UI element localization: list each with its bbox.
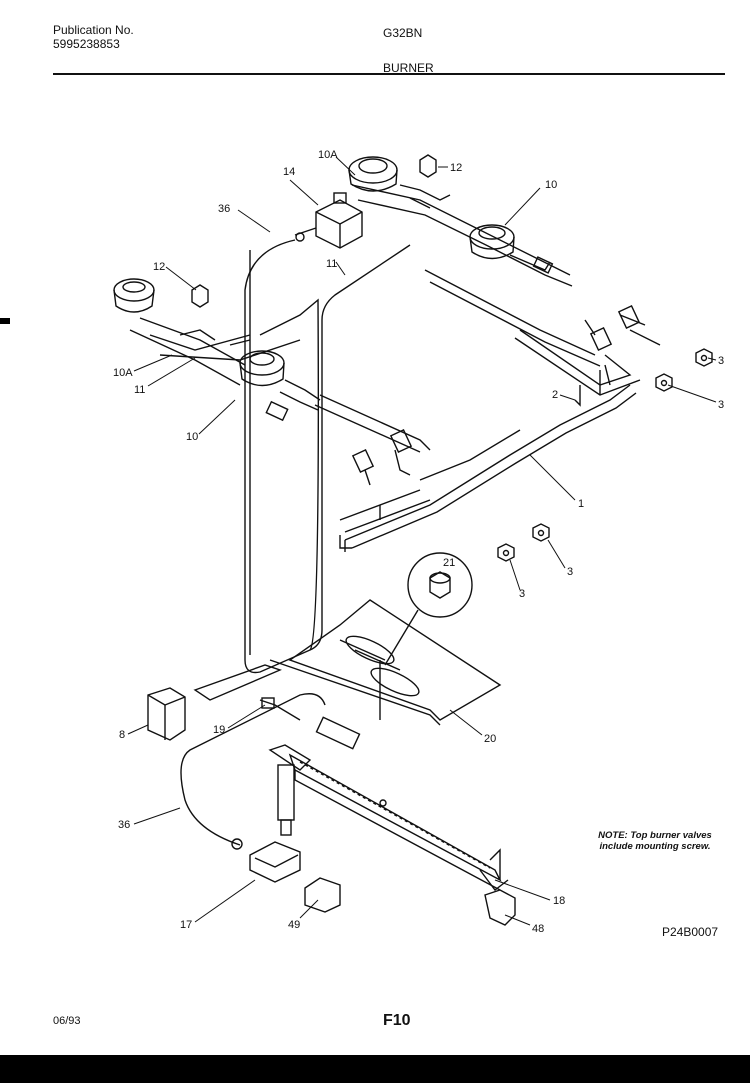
callout-12-left: 12 [153, 261, 165, 273]
callout-10a-left: 10A [113, 367, 133, 379]
callout-3-b: 3 [718, 399, 724, 411]
callout-11-left: 11 [134, 384, 145, 396]
callout-48: 48 [532, 923, 544, 935]
callout-3-c: 3 [567, 566, 573, 578]
callout-20: 20 [484, 733, 496, 745]
orifice-detail [384, 552, 473, 666]
callout-labels: 10A 12 14 36 11 10 12 10A 11 10 3 3 2 1 … [113, 149, 724, 935]
gas-regulator [294, 192, 363, 249]
note-line-2: include mounting screw. [599, 841, 711, 852]
note-line-1: NOTE: Top burner valves [598, 830, 712, 841]
oven-burner [288, 753, 509, 891]
header-rule [53, 73, 725, 75]
callout-10a-top: 10A [318, 149, 338, 161]
front-valve-bar [314, 394, 431, 533]
callout-18: 18 [553, 895, 565, 907]
scan-bottom-border [0, 1055, 750, 1083]
page-number: F10 [383, 1012, 411, 1029]
drawing-code: P24B0007 [662, 925, 719, 939]
callout-8: 8 [119, 729, 125, 741]
callout-1: 1 [578, 498, 584, 510]
valve-nuts [497, 348, 713, 562]
callout-36-bottom: 36 [118, 819, 130, 831]
callout-11-top: 11 [326, 258, 337, 270]
callout-49: 49 [288, 919, 300, 931]
callout-3-a: 3 [718, 355, 724, 367]
scan-edge-mark [0, 318, 10, 324]
callout-36-top: 36 [218, 203, 230, 215]
callout-2: 2 [552, 389, 558, 401]
burner-valves [351, 304, 641, 474]
callout-10-left: 10 [186, 431, 198, 443]
callout-19: 19 [213, 724, 225, 736]
manifold-pipe [339, 384, 637, 552]
publication-label: Publication No. [53, 23, 134, 37]
burner-baffle [269, 599, 502, 726]
callout-14: 14 [283, 166, 295, 178]
oven-valve-components [147, 687, 516, 926]
callout-10-top: 10 [545, 179, 557, 191]
callout-3-d: 3 [519, 588, 525, 600]
front-burner-assembly [113, 278, 321, 422]
burner-clips [191, 154, 437, 308]
callout-21: 21 [443, 557, 455, 569]
footer-date: 06/93 [53, 1015, 81, 1027]
publication-number: 5995238853 [53, 37, 120, 51]
section-title: BURNER [383, 61, 434, 75]
gas-tubing [180, 239, 411, 850]
rear-burner-assembly [348, 156, 601, 367]
mounting-note: NOTE: Top burner valves include mounting… [580, 830, 730, 852]
callout-17: 17 [180, 919, 192, 931]
callout-12-top: 12 [450, 162, 462, 174]
model-number: G32BN [383, 26, 423, 40]
callout-leaders [127, 156, 717, 926]
